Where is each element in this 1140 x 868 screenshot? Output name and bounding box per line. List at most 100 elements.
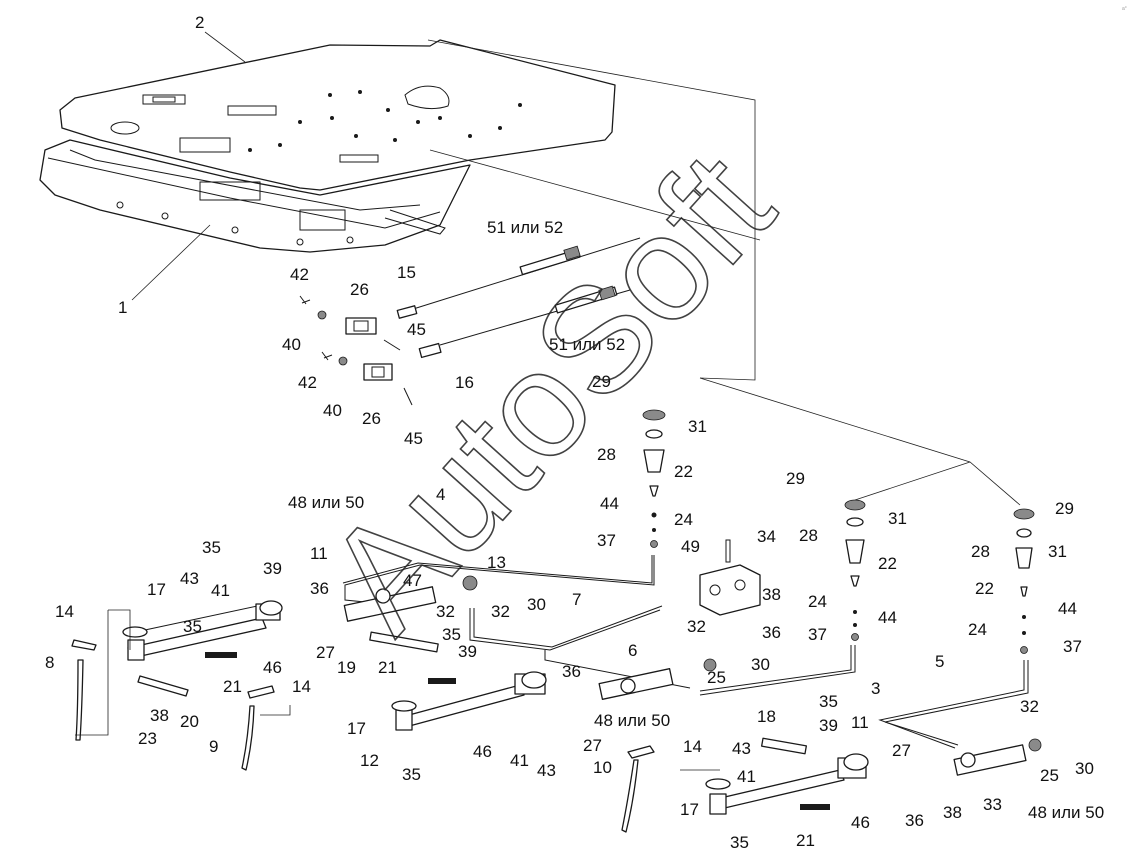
label-22a: 22 <box>674 462 693 481</box>
pedal-pad-14c <box>627 745 655 759</box>
pedal-pad-14b <box>247 685 275 699</box>
label-46a: 46 <box>263 658 282 677</box>
label-23: 23 <box>138 729 157 748</box>
label-47: 47 <box>403 571 422 590</box>
clevis-26-lower <box>363 363 393 381</box>
label-39c: 39 <box>819 716 838 735</box>
label-45b: 45 <box>404 429 423 448</box>
label-36d: 36 <box>905 811 924 830</box>
label-36a: 36 <box>762 623 781 642</box>
label-35e: 35 <box>819 692 838 711</box>
label-9: 9 <box>209 737 218 756</box>
label-22c: 22 <box>975 579 994 598</box>
master-cylinder-right <box>953 738 1042 776</box>
label-44a: 44 <box>600 494 619 513</box>
bolt-45-lower <box>403 387 413 406</box>
label-30b: 30 <box>527 595 546 614</box>
label-19: 19 <box>337 658 356 677</box>
label-21a: 21 <box>223 677 242 696</box>
label-38a: 38 <box>762 585 781 604</box>
label-41a: 41 <box>211 581 230 600</box>
label-40a: 40 <box>282 335 301 354</box>
label-48c: 48 или 50 <box>1028 803 1104 822</box>
label-11b: 11 <box>851 713 869 732</box>
pedal-arm-8 <box>75 659 84 741</box>
valve-block-49 <box>699 539 761 616</box>
label-10: 10 <box>593 758 612 777</box>
label-46c: 46 <box>851 813 870 832</box>
label-41b: 41 <box>510 751 529 770</box>
label-7: 7 <box>572 590 581 609</box>
label-43c: 43 <box>732 739 751 758</box>
label-6: 6 <box>628 641 637 660</box>
label-11a: 11 <box>310 544 328 563</box>
label-15: 15 <box>397 263 416 282</box>
label-26a: 26 <box>350 280 369 299</box>
clevis-26-upper <box>345 317 377 335</box>
label-17c: 17 <box>680 800 699 819</box>
label-2: 2 <box>195 13 204 32</box>
label-28a: 28 <box>597 445 616 464</box>
label-3: 3 <box>871 679 880 698</box>
pedal-arm-9 <box>241 705 255 771</box>
label-26b: 26 <box>362 409 381 428</box>
label-45a: 45 <box>407 320 426 339</box>
label-20: 20 <box>180 712 199 731</box>
pedal-shaft-middle <box>391 671 547 731</box>
label-24a: 24 <box>674 510 693 529</box>
label-24b: 24 <box>808 592 827 611</box>
label-36c: 36 <box>562 662 581 681</box>
label-35f: 35 <box>730 833 749 852</box>
pedal-shaft-left <box>122 600 283 661</box>
label-44b: 44 <box>878 608 897 627</box>
label-48a: 48 или 50 <box>288 493 364 512</box>
label-21b: 21 <box>378 658 397 677</box>
label-31b: 31 <box>888 509 907 528</box>
label-35d: 35 <box>402 765 421 784</box>
washer-40-lower <box>338 356 348 366</box>
label-29c: 29 <box>1055 499 1074 518</box>
washer-40-upper <box>317 310 327 320</box>
pipe-3 <box>699 645 856 696</box>
label-25b: 25 <box>1040 766 1059 785</box>
label-28c: 28 <box>971 542 990 561</box>
bolt-45-upper <box>383 339 401 351</box>
reservoir-group-right-b <box>1013 508 1035 654</box>
label-14c: 14 <box>683 737 702 756</box>
label-31c: 31 <box>1048 542 1067 561</box>
label-16: 16 <box>455 373 474 392</box>
label-29a: 29 <box>592 372 611 391</box>
label-32a: 32 <box>687 617 706 636</box>
label-35b: 35 <box>183 617 202 636</box>
label-34: 34 <box>757 527 776 546</box>
label-24c: 24 <box>968 620 987 639</box>
pedal-pad-14a <box>71 639 97 651</box>
label-32d: 32 <box>1020 697 1039 716</box>
label-35c: 35 <box>442 625 461 644</box>
label-39b: 39 <box>458 642 477 661</box>
label-43a: 43 <box>180 569 199 588</box>
label-33: 33 <box>983 795 1002 814</box>
pedal-arm-10 <box>621 759 639 833</box>
label-40b: 40 <box>323 401 342 420</box>
label-51b: 51 или 52 <box>549 335 625 354</box>
master-cylinder-middle <box>598 658 717 700</box>
label-30c: 30 <box>1075 759 1094 778</box>
label-17a: 17 <box>147 580 166 599</box>
label-37b: 37 <box>808 625 827 644</box>
label-46b: 46 <box>473 742 492 761</box>
label-38c: 38 <box>943 803 962 822</box>
label-37c: 37 <box>1063 637 1082 656</box>
frame-outline-box <box>427 39 756 381</box>
pipe-7 <box>469 608 661 651</box>
label-48b: 48 или 50 <box>594 711 670 730</box>
label-22b: 22 <box>878 554 897 573</box>
label-30a: 30 <box>751 655 770 674</box>
rod-20 <box>137 675 189 697</box>
label-4: 4 <box>436 485 445 504</box>
master-cylinder-left <box>343 575 478 622</box>
label-5: 5 <box>935 652 944 671</box>
label-36b: 36 <box>310 579 329 598</box>
label-51a: 51 или 52 <box>487 218 563 237</box>
